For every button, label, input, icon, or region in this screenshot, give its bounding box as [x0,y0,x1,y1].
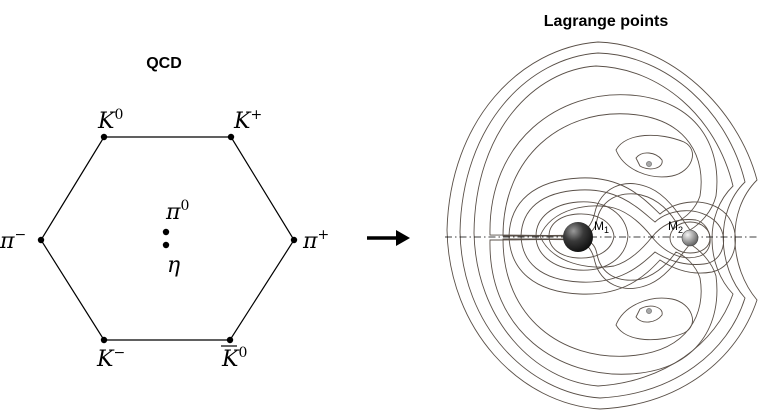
mass-m2-sphere [681,229,699,247]
transition-arrow [367,230,410,246]
meson-hexagon [40,136,295,341]
l4-point [646,161,652,167]
contour-l5-loop-inner [635,305,663,323]
contour-figure-eight [539,205,711,268]
l5-point [646,308,652,314]
lagrange-panel: Lagrange points [445,13,758,410]
contour-outer-2 [459,52,746,399]
label-pizero: π0 [165,198,189,225]
qcd-panel: QCD K0 K+ π− π0 η π+ [0,55,329,372]
contour-m1-1 [535,201,629,271]
label-m1: M1 [594,219,609,235]
center-dot-pizero [162,228,170,236]
vertex-dot-k0bar [226,336,234,344]
contour-l4-loop-inner [635,152,663,170]
contour-outer-3 [473,65,734,387]
contour-horseshoe-4 [502,238,702,357]
label-kminus: K− [96,345,125,372]
vertex-dots [37,133,298,344]
label-k0: K0 [97,107,123,134]
mass-m1-sphere [563,222,593,252]
contour-m1-2 [548,213,615,259]
contour-m2-1 [669,221,711,254]
label-eta: η [167,253,180,278]
contour-horseshoe-1 [489,94,718,236]
vertex-dot-kminus [100,336,108,344]
contour-dumbbell-1 [520,189,725,283]
vertex-dot-k0 [100,133,108,141]
label-k0bar: K0 [221,345,247,372]
label-kplus: K+ [233,107,262,134]
vertex-dot-piminus [37,236,45,244]
label-m2: M2 [668,219,683,235]
label-piminus: π− [0,227,26,254]
contour-horseshoe-2 [489,239,718,375]
lagrange-title: Lagrange points [544,13,669,30]
contour-l4-loop-outer [615,134,693,178]
contour-dumbbell-2 [508,177,736,295]
label-piplus: π+ [302,227,329,254]
center-dot-eta [162,241,170,249]
contour-horseshoe-3 [502,113,702,237]
vertex-dot-kplus [227,133,235,141]
contour-outer-1 [446,41,758,410]
vertex-dot-piplus [290,236,298,244]
qcd-title: QCD [146,55,182,72]
contour-l5-loop-outer [615,297,693,341]
